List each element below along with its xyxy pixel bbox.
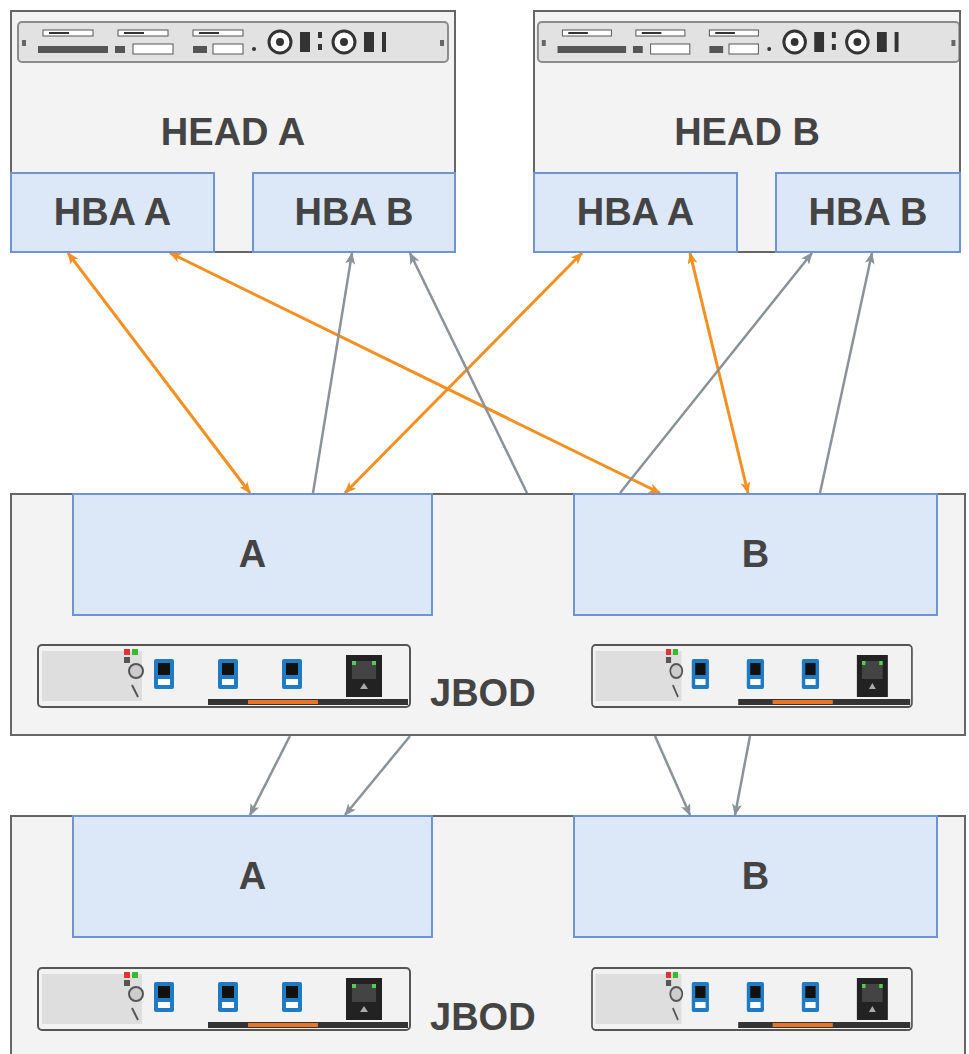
jbod-ground [10, 493, 966, 736]
port-box: A [72, 815, 433, 938]
sas-link-active [170, 253, 660, 493]
enclosure-label: HEAD A [161, 112, 305, 154]
server-chassis [538, 22, 959, 62]
port-box: B [573, 493, 938, 616]
server-chassis [18, 22, 448, 62]
port-label: HBA A [54, 192, 172, 234]
sas-link-standby [620, 253, 812, 493]
io-module [592, 968, 912, 1030]
sas-link-active [68, 253, 250, 493]
enclosure-box: HBA A HBA B HEAD B [533, 10, 961, 253]
port-box: A [72, 493, 433, 616]
port-label: A [239, 856, 266, 898]
sas-link-standby [655, 736, 690, 815]
enclosure-box: HBA A HBA B HEAD A [10, 10, 456, 253]
enclosure-box: A B JBOD [10, 815, 966, 1054]
enclosure-label: JBOD [430, 997, 536, 1039]
port-box: B [573, 815, 938, 938]
sas-link-active [690, 253, 748, 493]
enclosure-label: JBOD [430, 673, 536, 715]
sas-link-standby [410, 253, 527, 493]
enclosure-label: HEAD B [674, 112, 820, 154]
port-box: HBA B [775, 172, 961, 253]
port-label: B [742, 534, 769, 576]
port-box: HBA B [252, 172, 456, 253]
port-label: HBA B [295, 192, 414, 234]
enclosure-box: A B JBOD [10, 493, 966, 736]
head-ground [533, 10, 961, 253]
port-label: HBA B [809, 192, 928, 234]
io-module [38, 645, 410, 707]
port-box: HBA A [533, 172, 738, 253]
port-label: B [742, 856, 769, 898]
sas-link-standby [735, 736, 750, 815]
port-box: HBA A [10, 172, 215, 253]
io-module [592, 645, 912, 707]
jbod-ground [10, 815, 966, 1054]
sas-link-standby [345, 736, 410, 815]
port-label: A [239, 534, 266, 576]
sas-link-standby [250, 736, 290, 815]
head-ground [10, 10, 456, 253]
sas-link-active [345, 253, 582, 493]
port-label: HBA A [577, 192, 695, 234]
sas-link-standby [313, 253, 352, 493]
io-module [38, 968, 410, 1030]
sas-link-standby [820, 253, 872, 493]
